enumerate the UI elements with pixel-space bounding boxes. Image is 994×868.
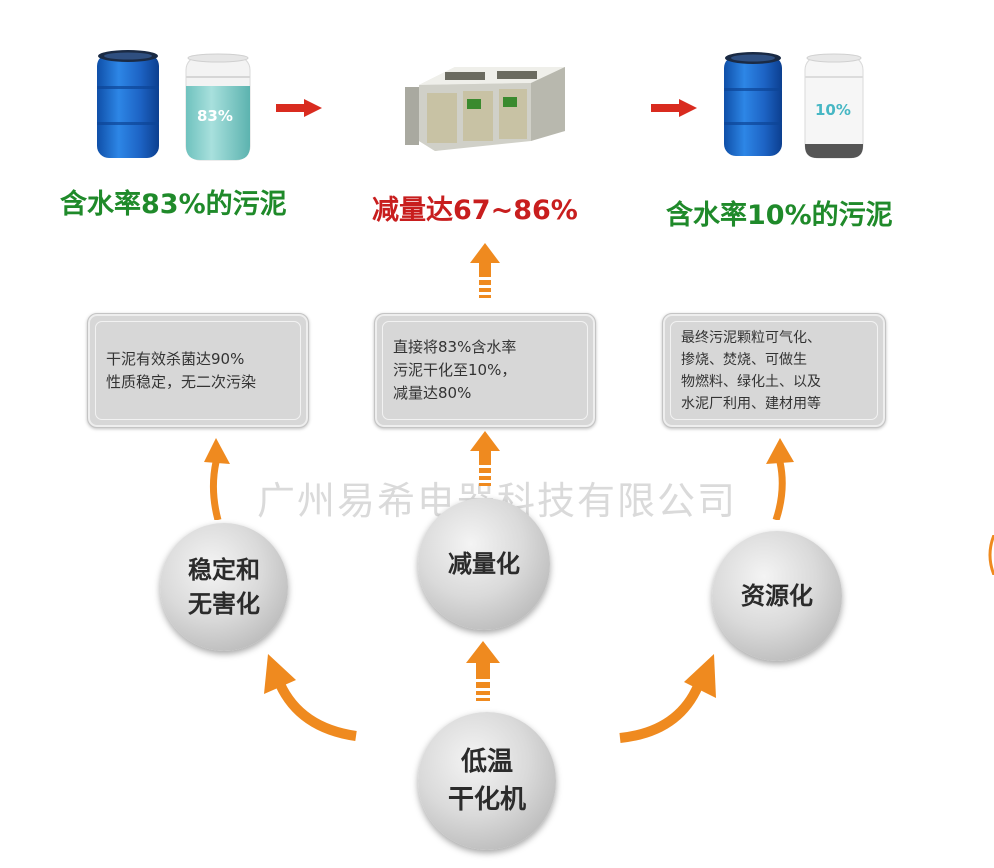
circle-line: 干化机: [447, 785, 526, 815]
dryer-machine-image: [405, 67, 565, 151]
middle-caption: 减量达67~86%: [372, 195, 578, 226]
stability-circle: 稳定和 无害化: [160, 523, 288, 651]
blue-barrel-icon: [724, 52, 782, 156]
box-line: 物燃料、绿化土、以及: [681, 373, 821, 390]
box-line: 性质稳定，无二次污染: [106, 372, 257, 391]
right-barrel-label: 10%: [815, 101, 851, 119]
box-line: 直接将83%含水率: [393, 338, 517, 356]
box-line: 干泥有效杀菌达90%: [106, 349, 245, 368]
box-line: 水泥厂利用、建材用等: [681, 395, 821, 412]
curved-arrow-icon: [264, 654, 357, 741]
circle-line: 稳定和: [188, 556, 260, 584]
box-line: 污泥干化至10%，: [393, 361, 517, 379]
resource-circle: 资源化: [712, 531, 842, 661]
dry-barrel-icon: [804, 53, 864, 159]
right-arrow-icon: [276, 99, 322, 117]
box-line: 减量达80%: [393, 384, 472, 402]
benefit-box-stability: 干泥有效杀菌达90% 性质稳定，无二次污染: [87, 313, 309, 428]
curved-arrow-icon: [619, 654, 716, 743]
right-arrow-icon: [651, 99, 697, 117]
reduction-circle: 减量化: [418, 498, 550, 630]
circle-line: 无害化: [188, 590, 260, 618]
water-barrel-icon: [185, 53, 251, 161]
blue-barrel-icon: [97, 50, 159, 158]
box-line: 最终污泥颗粒可气化、: [681, 329, 821, 346]
curved-arrow-icon: [766, 438, 794, 520]
circle-line: 资源化: [741, 582, 813, 610]
box-line: 掺烧、焚烧、可做生: [681, 351, 807, 368]
left-barrel-label: 83%: [197, 107, 233, 125]
low-temp-dryer-circle: 低温 干化机: [418, 712, 556, 850]
up-arrow-icon: [470, 431, 500, 486]
right-caption: 含水率10%的污泥: [666, 200, 893, 231]
up-arrow-icon: [470, 243, 500, 298]
up-arrow-icon: [466, 641, 500, 701]
curved-arrow-icon: [204, 438, 230, 520]
circle-line: 减量化: [448, 550, 520, 578]
circle-line: 低温: [460, 747, 513, 777]
left-caption: 含水率83%的污泥: [60, 189, 287, 220]
benefit-box-reduction: 直接将83%含水率 污泥干化至10%， 减量达80%: [374, 313, 596, 428]
edge-ornament-icon: [988, 535, 994, 575]
benefit-box-resource: 最终污泥颗粒可气化、 掺烧、焚烧、可做生 物燃料、绿化土、以及 水泥厂利用、建材…: [662, 313, 886, 428]
